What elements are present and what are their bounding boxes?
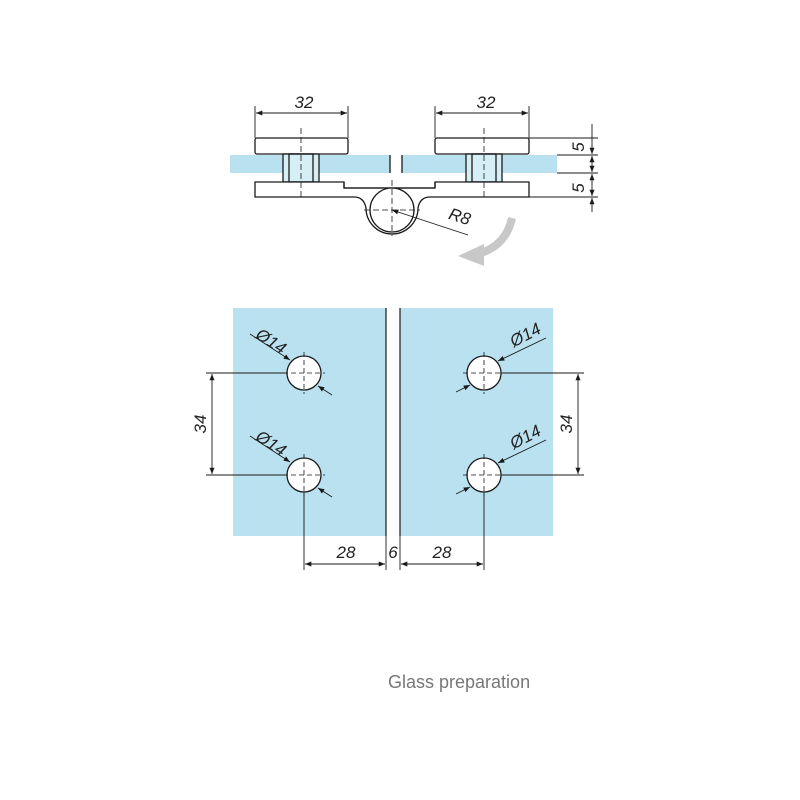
dim-label-thickness-top: 5 [569, 142, 588, 152]
dim-label-thickness-bottom: 5 [569, 183, 588, 193]
dim-label-clamp-width-right: 32 [477, 93, 496, 112]
caption: Glass preparation [388, 672, 531, 692]
dim-edge-offsets [303, 492, 485, 570]
dim-label-hole-spacing-left: 34 [191, 415, 210, 434]
clamp-plate-left-top [254, 137, 349, 155]
dim-label-hinge-radius: R8 [446, 204, 473, 229]
dim-clamp-width-left [254, 106, 349, 138]
dim-label-edge-offset-left: 28 [336, 543, 356, 562]
dim-clamp-width-right [434, 106, 530, 138]
dim-label-hole-spacing-right: 34 [557, 415, 576, 434]
glass-panel-right [400, 308, 553, 536]
hole-center-lines [283, 352, 505, 496]
dim-label-clamp-width-left: 32 [295, 93, 314, 112]
dim-hole-spacing-right [501, 372, 584, 476]
glass-preparation-view [233, 308, 553, 536]
clamp-plate-right-top [434, 137, 530, 155]
rotation-arrow-head [458, 244, 484, 266]
dim-label-gap: 6 [388, 543, 398, 562]
glass-panel-left [233, 308, 386, 536]
dim-label-edge-offset-right: 28 [432, 543, 452, 562]
dim-hole-spacing-left [206, 372, 287, 476]
dim-hole-diameters [249, 333, 547, 498]
dim-thickness [529, 124, 598, 212]
dim-hinge-radius-leader [391, 209, 469, 236]
